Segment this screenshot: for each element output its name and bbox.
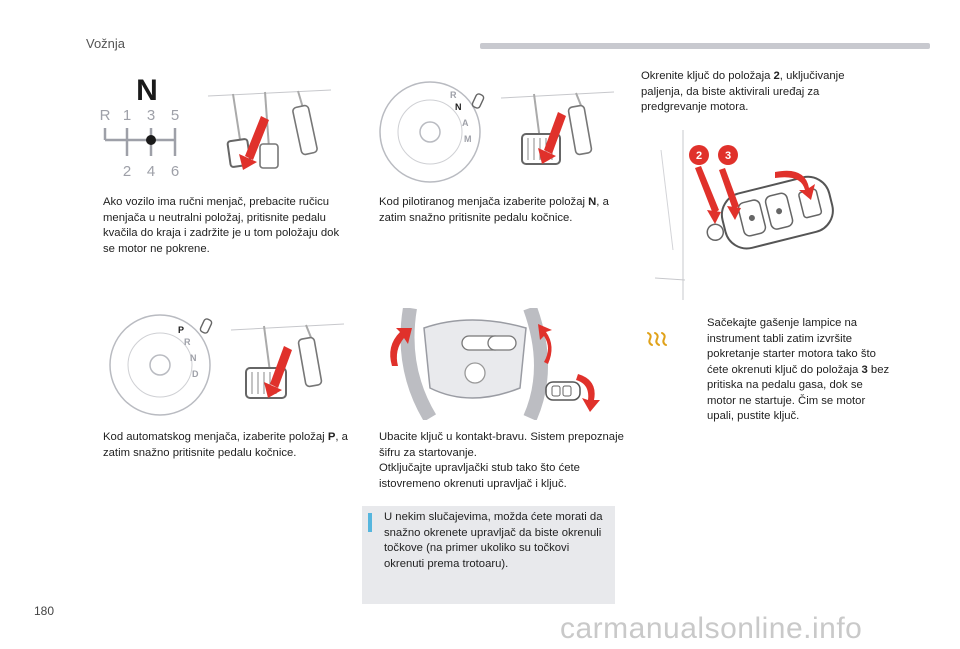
pilot-dial-labels: R N A M [450,90,472,144]
press-arrow [538,112,566,164]
section-title: Vožnja [86,36,126,51]
list-item: Kod pilotiranog menjača izaberite položa… [379,196,609,224]
manual-gearbox-illustration: N R 1 3 5 2 4 6 [100,74,180,180]
list-item: Ubacite ključ u kontakt-bravu. Sistem pr… [379,431,624,459]
neutral-label: N [136,74,158,107]
pilot-instruction: Kod pilotiranog menjača izaberite položa… [362,195,624,226]
list-item: Sačekajte gašenje lampice na instrument … [707,317,890,422]
list-item: Otključajte upravljački stub tako što će… [379,462,580,490]
svg-text:2: 2 [696,150,702,162]
pilot-gearbox-dial: R N A M [379,81,485,183]
svg-text:3: 3 [725,150,731,162]
automatic-gearbox-dial: P R N D [109,314,213,416]
watermark: carmanualsonline.info [560,612,863,645]
gear-label: 5 [171,107,179,124]
automatic-pedals-illustration [230,323,345,399]
gear-label: 3 [147,107,155,124]
automatic-instruction: Kod automatskog menjača, izaberite polož… [86,430,351,461]
gear-knob-dot [146,135,156,145]
steering-wheel-illustration [390,308,600,420]
wait-instruction: Sačekajte gašenje lampice na instrument … [690,316,890,425]
position-3-badge: 3 [718,145,738,165]
header-bar [480,43,930,49]
press-arrow [239,116,269,170]
info-marker-icon [368,513,372,532]
gear-pattern-lines [103,128,177,156]
press-arrow [264,346,292,398]
dial-label: R [450,90,457,100]
bottom-gear-labels: 2 4 6 [123,163,179,180]
dial-label: M [464,134,472,144]
gear-label: 4 [147,163,155,180]
top-gear-labels: R 1 3 5 [100,107,180,124]
page-number: 180 [34,604,55,618]
gear-label: R [100,107,111,124]
manual-pedals-illustration [207,89,332,170]
dial-label: R [184,337,191,347]
pilot-pedals-illustration [500,91,615,165]
glow-plug-warning-icon [647,332,667,346]
list-item: Ako vozilo ima ručni menjač, prebacite r… [86,195,351,257]
position-2-badge: 2 [689,145,709,165]
note-text: U nekim slučajevima, možda ćete morati d… [384,511,603,570]
turn-key-instruction: Okrenite ključ do položaja 2, uključivan… [624,69,886,116]
rotation-arrows [390,324,600,412]
manual-instruction: Ako vozilo ima ručni menjač, prebacite r… [86,195,351,257]
key-ignition-illustration: 2 3 [655,130,834,300]
key-instructions: Ubacite ključ u kontakt-bravu. Sistem pr… [362,430,624,492]
manual-text: Ako vozilo ima ručni menjač, prebacite r… [103,196,340,255]
key-fob [706,175,834,250]
gear-label: 6 [171,163,179,180]
dial-label: D [192,369,199,379]
dial-label-selected: P [178,325,184,335]
list-item: Kod automatskog menjača, izaberite polož… [103,431,348,459]
dial-label-selected: N [455,102,462,112]
note-box [362,506,615,604]
gear-label: 2 [123,163,131,180]
list-item: Okrenite ključ do položaja 2, uključivan… [641,70,845,113]
dial-label: A [462,118,469,128]
gear-label: 1 [123,107,131,124]
dial-label: N [190,353,197,363]
turn-arrows [695,166,815,224]
auto-dial-labels: P R N D [178,325,199,379]
